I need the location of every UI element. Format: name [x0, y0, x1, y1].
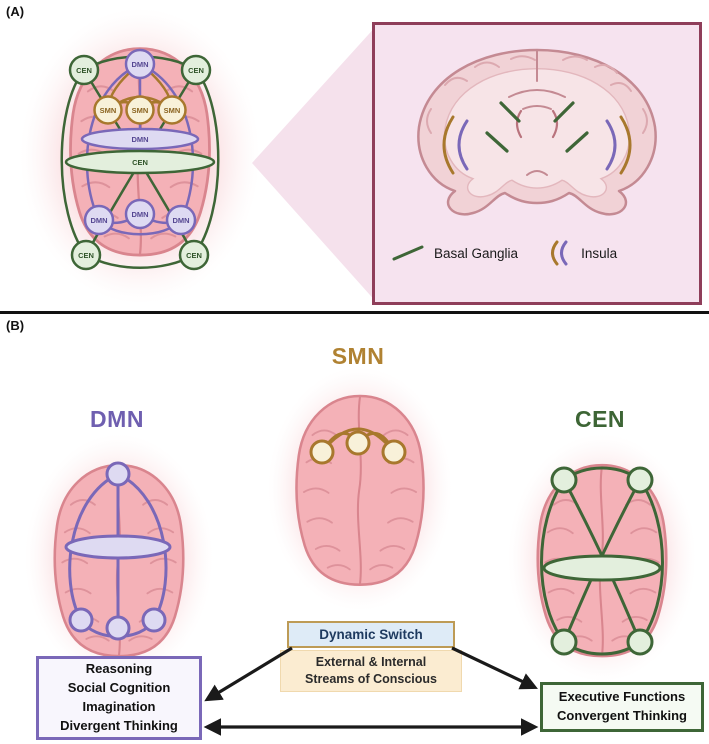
svg-text:DMN: DMN [131, 210, 148, 219]
svg-text:CEN: CEN [76, 66, 92, 75]
cen-ellipse-node: CEN [64, 149, 216, 175]
dmn-node [105, 461, 131, 487]
coronal-gyri-texture [426, 55, 648, 134]
legend-item-basal-ganglia: Basal Ganglia [391, 243, 518, 263]
legend-item-insula: Insula [548, 239, 617, 267]
streams-line: Streams of Conscious [305, 672, 437, 686]
basal-ganglia-marks [485, 101, 589, 153]
svg-text:CEN: CEN [186, 251, 202, 260]
streams-box: External & Internal Streams of Conscious [280, 650, 462, 692]
smn-node [381, 439, 407, 465]
dmn-node [105, 615, 131, 641]
legend-label: Basal Ganglia [434, 245, 519, 261]
cen-functions-box: Executive Functions Convergent Thinking [540, 682, 704, 732]
smn-brain-illustration [268, 367, 452, 611]
cen-node [626, 628, 654, 656]
cen-node [626, 466, 654, 494]
dmn-title: DMN [90, 406, 144, 432]
panel-a-label: (A) [6, 4, 25, 19]
panel-a-brain-networks-illustration: DMN CEN CEN CEN DMN SMN SMN SMN [20, 8, 260, 304]
smn-node: SMN [125, 95, 155, 125]
dmn-function: Social Cognition [67, 680, 171, 696]
cen-function: Convergent Thinking [557, 708, 687, 723]
dmn-brain-illustration [25, 434, 213, 682]
cen-title: CEN [574, 406, 626, 432]
svg-text:DMN: DMN [90, 216, 107, 225]
smn-node [345, 430, 371, 456]
dmn-node: DMN [124, 48, 156, 80]
svg-text:CEN: CEN [188, 66, 204, 75]
panel-separator-line [0, 311, 709, 314]
cen-function: Executive Functions [558, 689, 686, 705]
svg-text:DMN: DMN [131, 135, 148, 144]
coronal-midline-structures [508, 49, 566, 176]
dmn-node: DMN [124, 198, 156, 230]
basal-ganglia-line-icon [392, 245, 424, 261]
smn-title: SMN [331, 343, 385, 369]
insula-arcs [442, 115, 632, 175]
cen-node: CEN [180, 54, 212, 86]
dmn-ellipse-node: DMN [80, 127, 200, 151]
smn-node [309, 439, 335, 465]
cen-node [550, 628, 578, 656]
svg-text:SMN: SMN [100, 106, 117, 115]
dmn-node [141, 607, 167, 633]
smn-node: SMN [93, 95, 123, 125]
dmn-functions-box: Reasoning Social Cognition Imagination D… [36, 656, 202, 740]
dmn-node: DMN [83, 204, 115, 236]
coronal-section-illustration [417, 48, 657, 216]
svg-text:CEN: CEN [78, 251, 94, 260]
svg-text:SMN: SMN [164, 106, 181, 115]
cen-node: CEN [68, 54, 100, 86]
lateral-ventricles [515, 109, 559, 139]
streams-line: External & Internal [315, 654, 427, 669]
svg-text:CEN: CEN [132, 158, 148, 167]
svg-text:DMN: DMN [172, 216, 189, 225]
cen-node: CEN [70, 239, 102, 271]
coronal-inner-matter [443, 67, 631, 198]
dynamic-switch-label: Dynamic Switch [319, 627, 423, 642]
dmn-ellipse-node [64, 534, 172, 560]
dmn-node: DMN [165, 204, 197, 236]
legend: Basal Ganglia Insula [391, 239, 617, 267]
dmn-function: Divergent Thinking [60, 717, 178, 733]
coronal-inset-panel: Basal Ganglia Insula [372, 22, 702, 305]
cen-brain-illustration [508, 434, 696, 682]
panel-b-label: (B) [6, 318, 25, 333]
insula-arcs-icon [551, 240, 568, 266]
dynamic-switch-box: Dynamic Switch [287, 621, 455, 648]
cen-node: CEN [178, 239, 210, 271]
smn-node: SMN [157, 95, 187, 125]
cen-ellipse-node [542, 554, 662, 582]
cen-node [550, 466, 578, 494]
svg-text:DMN: DMN [131, 60, 148, 69]
zoom-callout-triangle [252, 24, 378, 304]
dmn-function: Reasoning [85, 661, 153, 677]
dmn-function: Imagination [82, 699, 156, 714]
dmn-node [68, 607, 94, 633]
legend-label: Insula [581, 245, 618, 261]
svg-text:SMN: SMN [132, 106, 149, 115]
